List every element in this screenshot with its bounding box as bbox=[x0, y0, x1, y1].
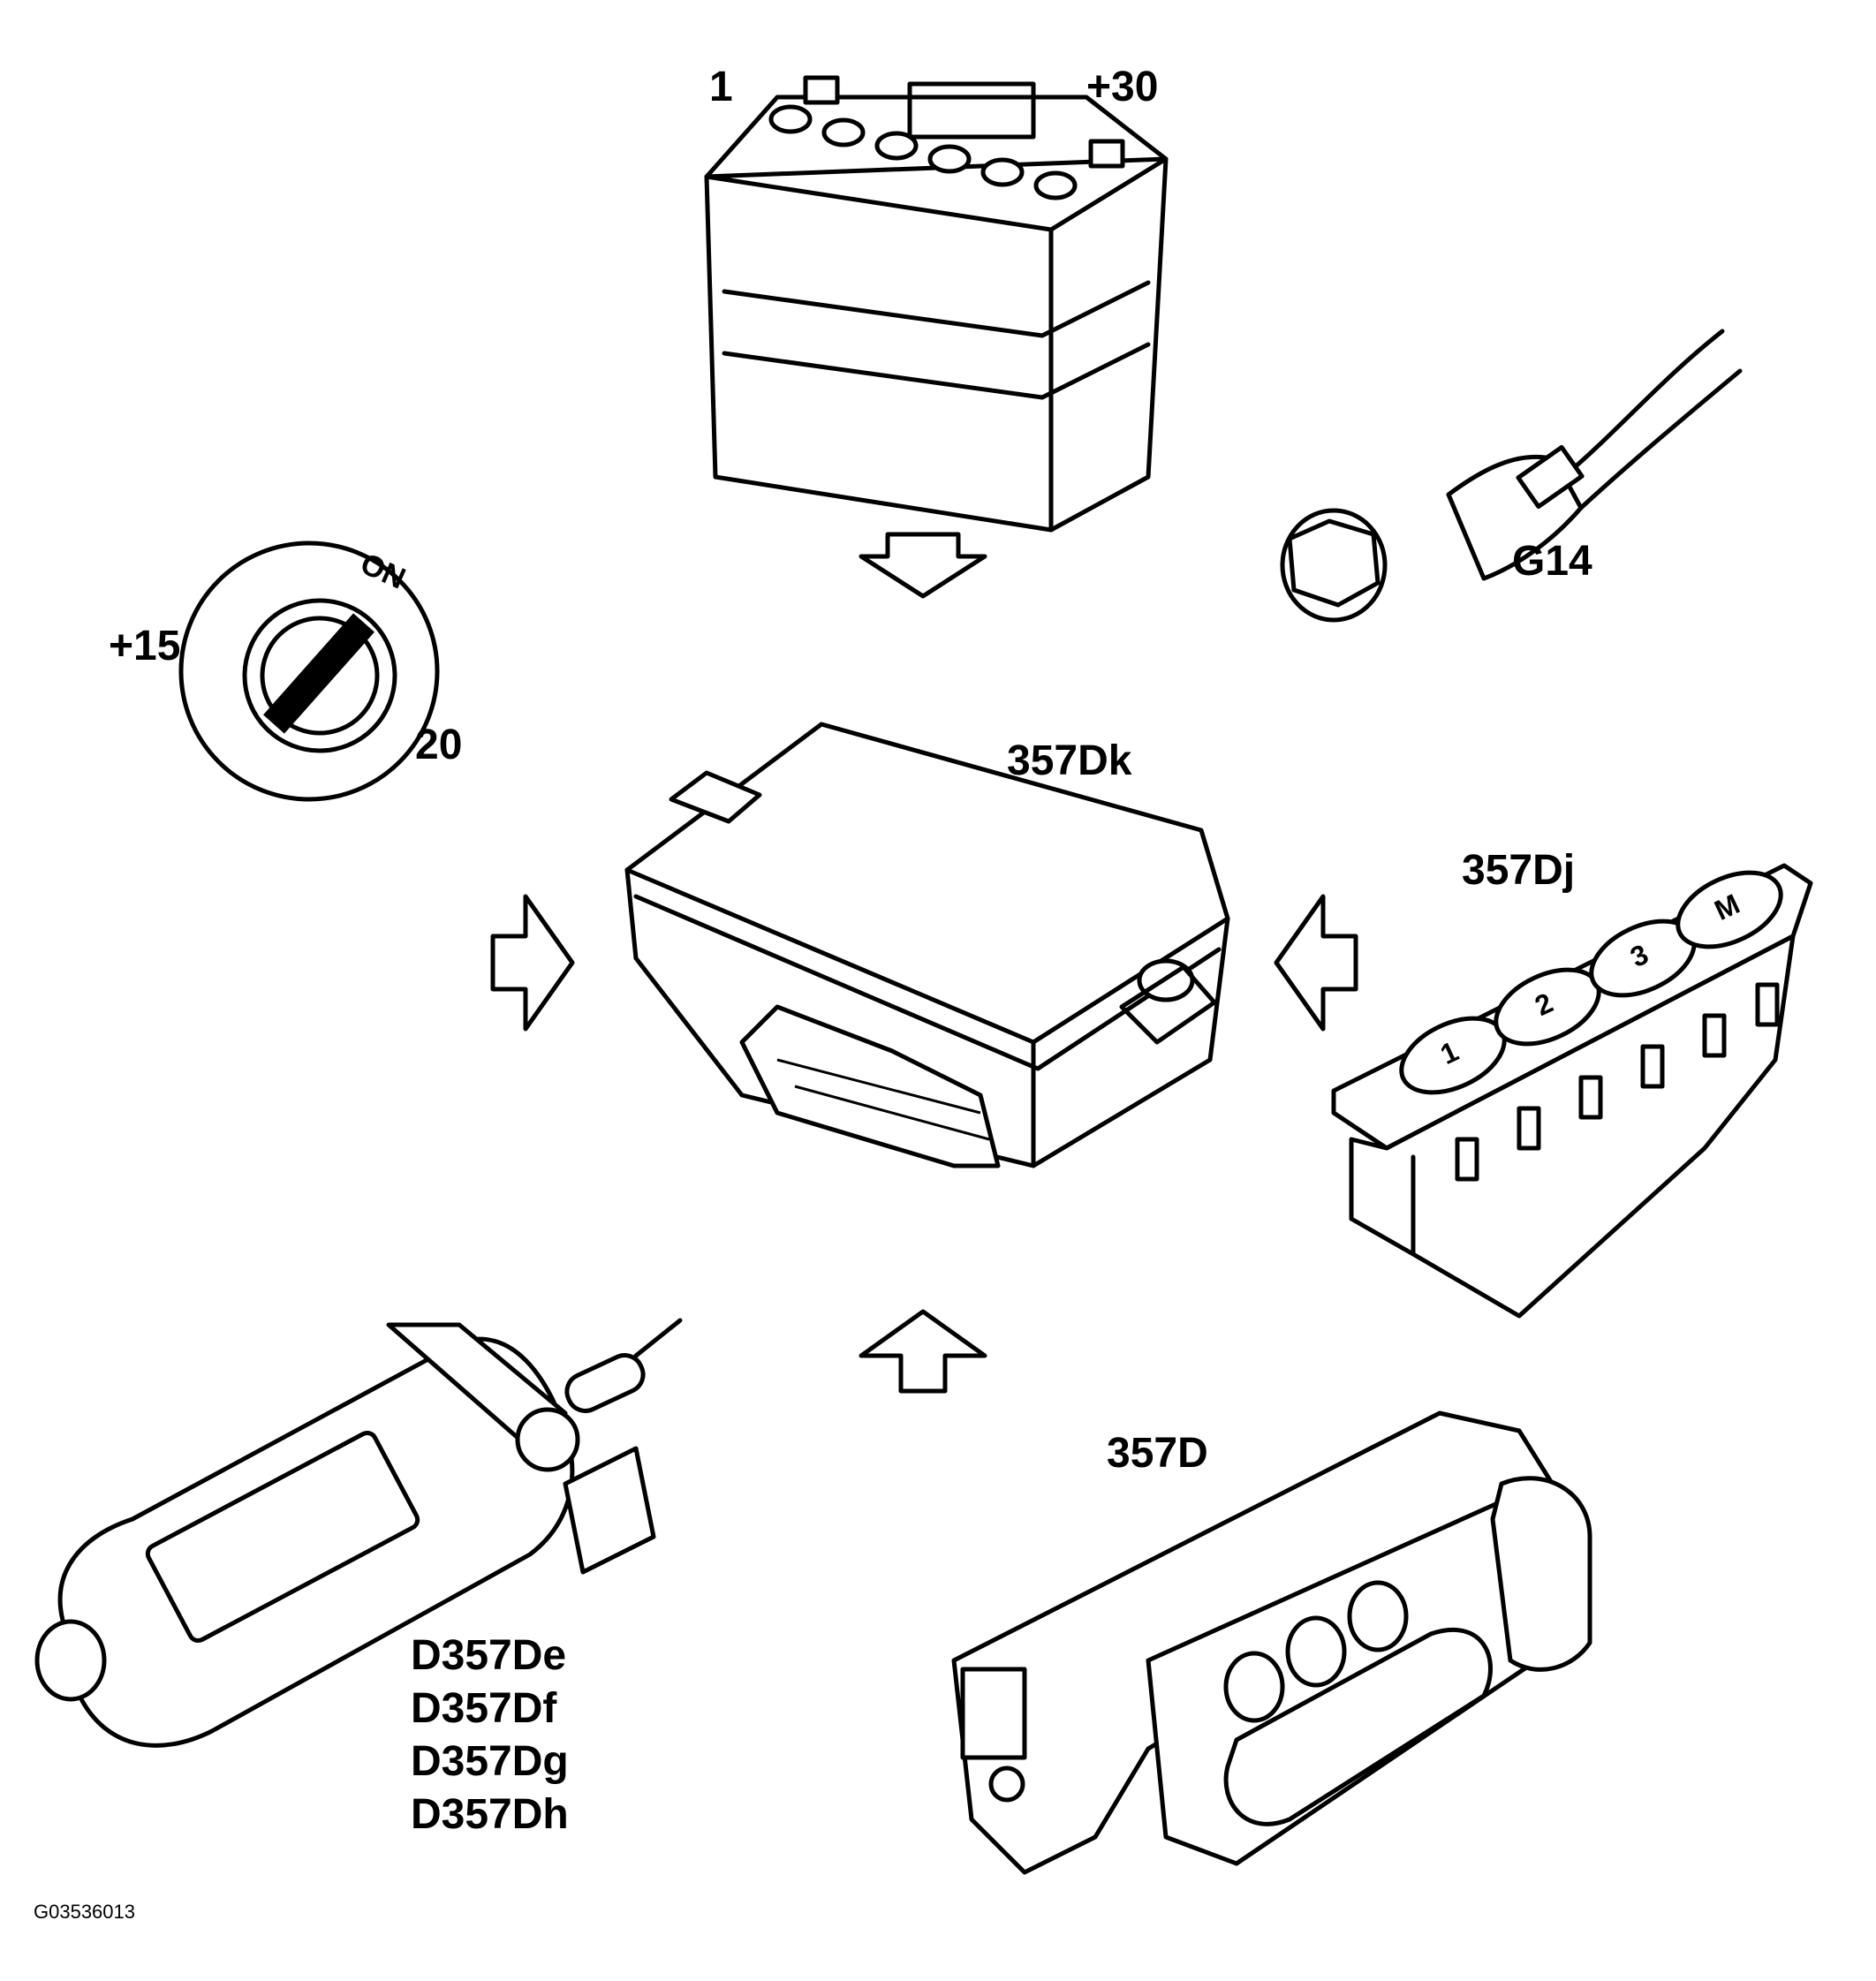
seat-adjust-lever bbox=[1223, 1627, 1493, 1826]
memory-switch-label: 357Dj bbox=[1462, 847, 1576, 894]
memory-switch-slots bbox=[1455, 982, 1780, 1182]
seat-motor-label: D357Dg bbox=[411, 1738, 569, 1785]
ignition-switch bbox=[178, 541, 440, 802]
ground-label: G14 bbox=[1512, 538, 1592, 585]
seat-motor-label: D357Dh bbox=[411, 1791, 569, 1838]
control-module bbox=[624, 722, 1230, 1168]
arrow-right-icon bbox=[490, 894, 575, 1032]
ignition-pin-label: 20 bbox=[415, 722, 463, 768]
arrow-down-icon bbox=[859, 532, 987, 599]
memory-button-group bbox=[1399, 870, 1783, 1095]
battery-positive-label: +30 bbox=[1086, 64, 1159, 110]
arrow-left-icon bbox=[1274, 894, 1358, 1032]
seat-motor-label: D357Df bbox=[411, 1685, 557, 1732]
seat-switch bbox=[951, 1410, 1592, 1875]
arrow-up-icon bbox=[859, 1309, 987, 1394]
figure-code: G03536013 bbox=[34, 1901, 135, 1923]
positive-terminal bbox=[1088, 139, 1125, 169]
ignition-terminal-label: +15 bbox=[109, 623, 181, 669]
negative-terminal bbox=[803, 75, 840, 105]
battery-cell-caps bbox=[768, 104, 1078, 200]
control-module-label: 357Dk bbox=[1007, 737, 1132, 784]
seat-motor bbox=[34, 1318, 683, 1748]
backrest-adjust-lever bbox=[1490, 1476, 1592, 1672]
battery bbox=[704, 75, 1169, 533]
ignition-key-slot bbox=[263, 613, 374, 734]
ground-terminal bbox=[1280, 329, 1743, 623]
memory-switch bbox=[1331, 863, 1813, 1319]
seat-motor-label: D357De bbox=[411, 1632, 567, 1679]
seat-switch-label: 357D bbox=[1107, 1430, 1208, 1477]
seat-motor-labels: D357De D357Df D357Dg D357Dh bbox=[411, 1629, 569, 1841]
battery-negative-label: 1 bbox=[709, 64, 733, 110]
seat-switch-knobs bbox=[1223, 1580, 1409, 1723]
